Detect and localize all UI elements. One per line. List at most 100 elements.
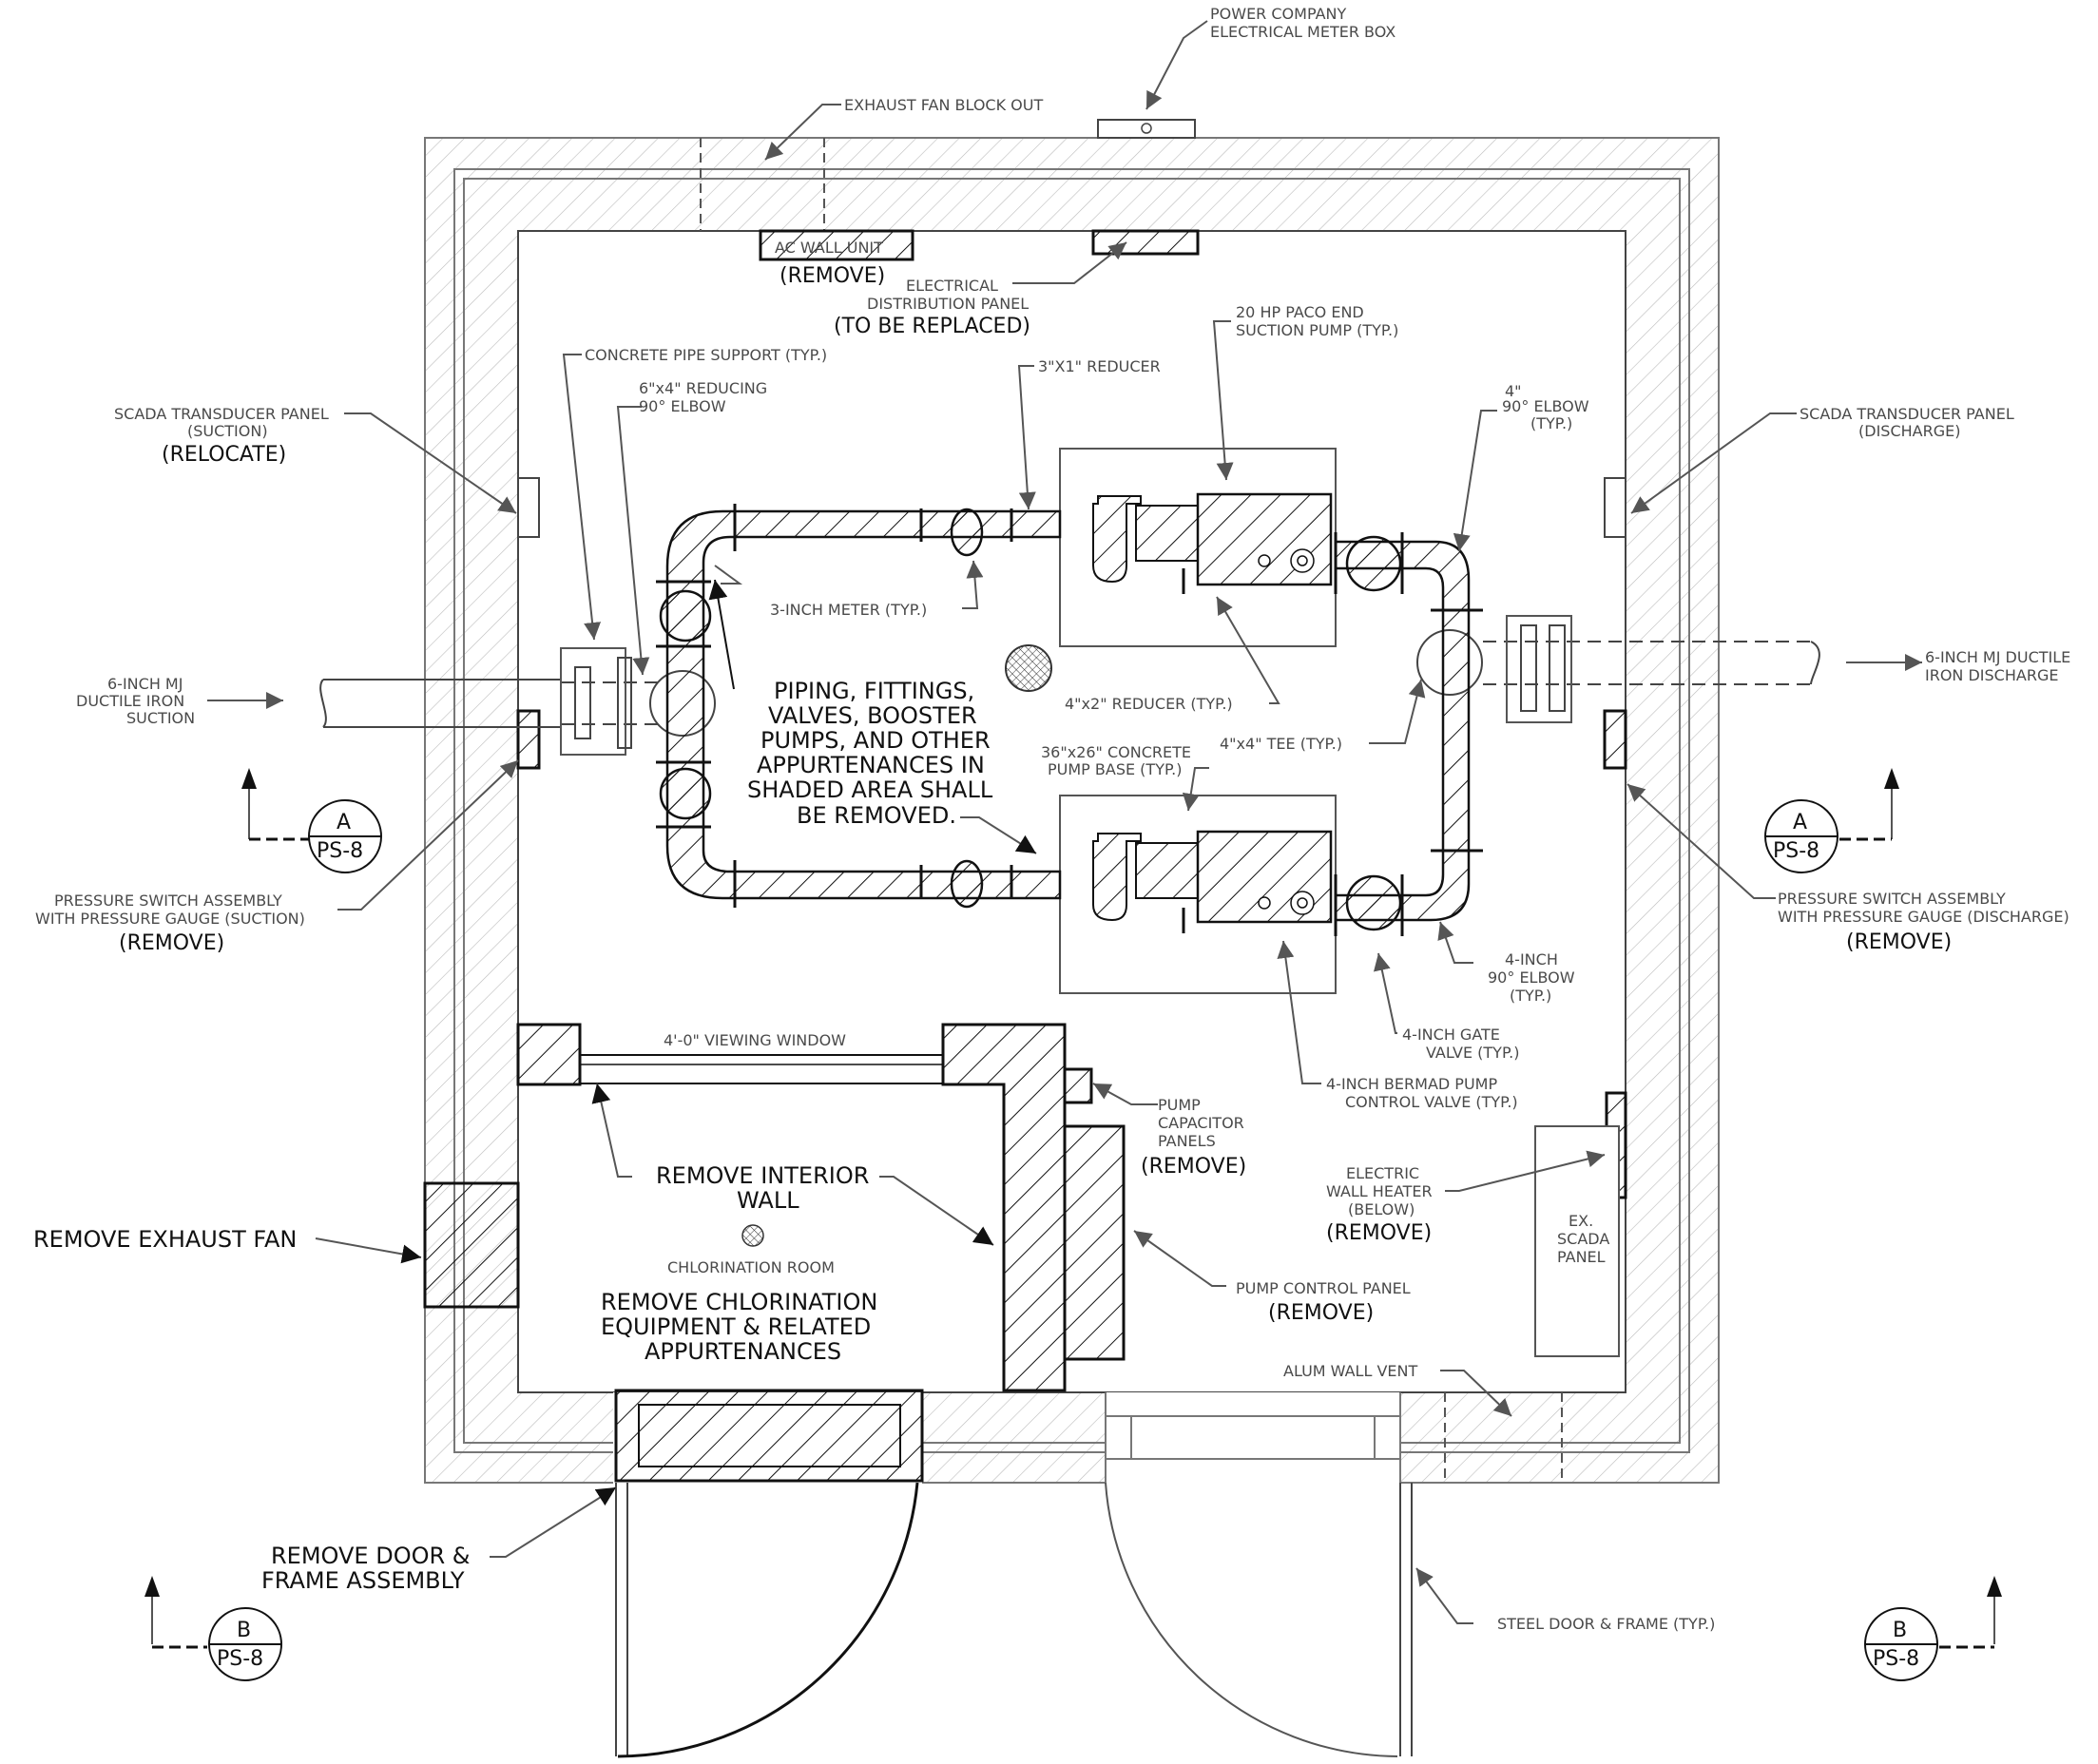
- leader-lines: [207, 20, 1922, 1624]
- label-ps-suction-2: WITH PRESSURE GAUGE (SUCTION): [35, 910, 305, 928]
- label-capacitor-1: PUMP: [1158, 1096, 1201, 1114]
- label-heater-2: WALL HEATER: [1326, 1182, 1433, 1200]
- label-capacitor-3: PANELS: [1158, 1132, 1216, 1150]
- label-tee: 4"x4" TEE (TYP.): [1220, 735, 1342, 753]
- label-note-3: PUMPS, AND OTHER: [760, 727, 991, 754]
- label-ps-discharge-1: PRESSURE SWITCH ASSEMBLY: [1778, 890, 2006, 908]
- section-b-right-letter: B: [1893, 1619, 1907, 1642]
- scada-panel-discharge: [1604, 477, 1626, 538]
- label-suction-1: 6-INCH MJ: [107, 675, 183, 693]
- label-heater-3: (BELOW): [1348, 1200, 1415, 1218]
- label-elbow4b-3: (TYP.): [1510, 987, 1551, 1005]
- label-elec-2: DISTRIBUTION PANEL: [867, 295, 1029, 313]
- label-gate-2: VALVE (TYP.): [1426, 1044, 1519, 1062]
- label-power-meter-1: POWER COMPANY: [1210, 5, 1346, 23]
- label-scada-discharge-1: SCADA TRANSDUCER PANEL: [1800, 405, 2014, 423]
- power-meter-box: [1097, 119, 1196, 139]
- label-scada-suction-3: (RELOCATE): [162, 443, 286, 467]
- label-power-meter-2: ELECTRICAL METER BOX: [1210, 23, 1395, 41]
- floor-drain-1: [1005, 644, 1052, 692]
- label-pump20-2: SUCTION PUMP (TYP.): [1236, 321, 1398, 339]
- label-exhaust-blockout: EXHAUST FAN BLOCK OUT: [844, 96, 1043, 114]
- interior-wall: [941, 1023, 1067, 1392]
- label-elec-1: ELECTRICAL: [906, 277, 998, 295]
- label-chlor-room: CHLORINATION ROOM: [667, 1258, 835, 1276]
- label-chlor-remove-2: EQUIPMENT & RELATED: [601, 1313, 871, 1340]
- label-door-remove-1: REMOVE DOOR &: [271, 1543, 471, 1569]
- ex-scada-panel: [1534, 1125, 1620, 1357]
- section-b-left-letter: B: [237, 1619, 251, 1642]
- section-a-left-sheet: PS-8: [317, 839, 363, 863]
- label-note-2: VALVES, BOOSTER: [768, 702, 977, 729]
- section-marker-a-right: [1764, 768, 1899, 873]
- section-a-right-letter: A: [1793, 811, 1807, 834]
- label-ex-scada-2: SCADA: [1557, 1230, 1609, 1248]
- section-marker-b-left: [144, 1576, 282, 1681]
- label-elbow4b-1: 4-INCH: [1505, 950, 1558, 968]
- label-heater-1: ELECTRIC: [1346, 1164, 1419, 1182]
- section-a-right-sheet: PS-8: [1773, 839, 1819, 863]
- label-alum-vent: ALUM WALL VENT: [1283, 1362, 1417, 1380]
- label-capacitor-2: CAPACITOR: [1158, 1114, 1244, 1132]
- label-chlor-remove-1: REMOVE CHLORINATION: [601, 1289, 877, 1315]
- label-note-1: PIPING, FITTINGS,: [774, 678, 974, 704]
- label-reducing-elbow-1: 6"x4" REDUCING: [639, 379, 767, 397]
- pump-upper: [1092, 492, 1333, 586]
- label-window: 4'-0" VIEWING WINDOW: [664, 1031, 846, 1049]
- pump-lower: [1092, 830, 1333, 924]
- label-steel-door: STEEL DOOR & FRAME (TYP.): [1497, 1615, 1715, 1633]
- label-reducer-4x2: 4"x2" REDUCER (TYP.): [1065, 695, 1233, 713]
- label-suction-2: DUCTILE IRON: [76, 692, 184, 710]
- section-b-left-sheet: PS-8: [217, 1647, 263, 1671]
- label-interior-wall-2: WALL: [737, 1187, 799, 1214]
- label-pump20-1: 20 HP PACO END: [1236, 303, 1364, 321]
- label-bermad-2: CONTROL VALVE (TYP.): [1345, 1093, 1518, 1111]
- labels: POWER COMPANY ELECTRICAL METER BOX EXHAU…: [33, 5, 2070, 1671]
- label-elec-3: (TO BE REPLACED): [834, 315, 1030, 338]
- label-elbow4-1: 4": [1505, 382, 1522, 400]
- label-ex-scada-3: PANEL: [1557, 1248, 1606, 1266]
- label-scada-discharge-2: (DISCHARGE): [1858, 422, 1960, 440]
- scada-panel-suction: [517, 477, 540, 538]
- label-meter: 3-INCH METER (TYP.): [770, 601, 927, 619]
- label-concrete-support: CONCRETE PIPE SUPPORT (TYP.): [585, 346, 827, 364]
- label-capacitor-4: (REMOVE): [1141, 1155, 1246, 1179]
- removed-items: [423, 229, 1627, 1483]
- label-ex-scada-1: EX.: [1569, 1212, 1593, 1230]
- label-gate-1: 4-INCH GATE: [1402, 1026, 1500, 1044]
- label-door-remove-2: FRAME ASSEMBLY: [261, 1567, 465, 1594]
- label-note-5: SHADED AREA SHALL: [747, 777, 993, 803]
- label-pump-control-1: PUMP CONTROL PANEL: [1236, 1279, 1411, 1297]
- label-elbow4-3: (TYP.): [1530, 414, 1572, 432]
- label-ps-discharge-3: (REMOVE): [1846, 930, 1952, 954]
- label-reducing-elbow-2: 90° ELBOW: [639, 397, 726, 415]
- label-ps-suction-3: (REMOVE): [119, 931, 224, 955]
- label-exhaust-remove: REMOVE EXHAUST FAN: [33, 1226, 297, 1253]
- label-discharge-1: 6-INCH MJ DUCTILE: [1925, 648, 2070, 666]
- label-ps-suction-1: PRESSURE SWITCH ASSEMBLY: [54, 892, 282, 910]
- label-chlor-remove-3: APPURTENANCES: [645, 1338, 841, 1365]
- ac-wall-unit: [759, 229, 914, 261]
- section-b-right-sheet: PS-8: [1873, 1647, 1919, 1671]
- electrical-panel: [1091, 229, 1200, 256]
- label-note-6: BE REMOVED.: [797, 802, 956, 829]
- label-base-1: 36"x26" CONCRETE: [1041, 743, 1191, 761]
- label-heater-4: (REMOVE): [1326, 1221, 1432, 1245]
- exhaust-fan: [423, 1181, 520, 1309]
- floor-drain-2: [741, 1224, 764, 1247]
- ps-discharge-unit: [1603, 709, 1627, 770]
- section-marker-b-right: [1864, 1576, 2002, 1681]
- piping-loop: [319, 492, 1820, 1247]
- label-ps-discharge-2: WITH PRESSURE GAUGE (DISCHARGE): [1778, 908, 2069, 926]
- label-note-4: APPURTENANCES IN: [757, 752, 985, 778]
- label-elbow4b-2: 90° ELBOW: [1488, 968, 1575, 987]
- doors: [615, 1482, 1413, 1758]
- label-suction-3: SUCTION: [126, 709, 195, 727]
- label-ac-unit: AC WALL UNIT: [775, 239, 883, 257]
- label-bermad-1: 4-INCH BERMAD PUMP: [1326, 1075, 1497, 1093]
- capacitor-panel: [1063, 1067, 1093, 1104]
- label-scada-suction-2: (SUCTION): [187, 422, 268, 440]
- ps-suction-unit: [516, 709, 541, 770]
